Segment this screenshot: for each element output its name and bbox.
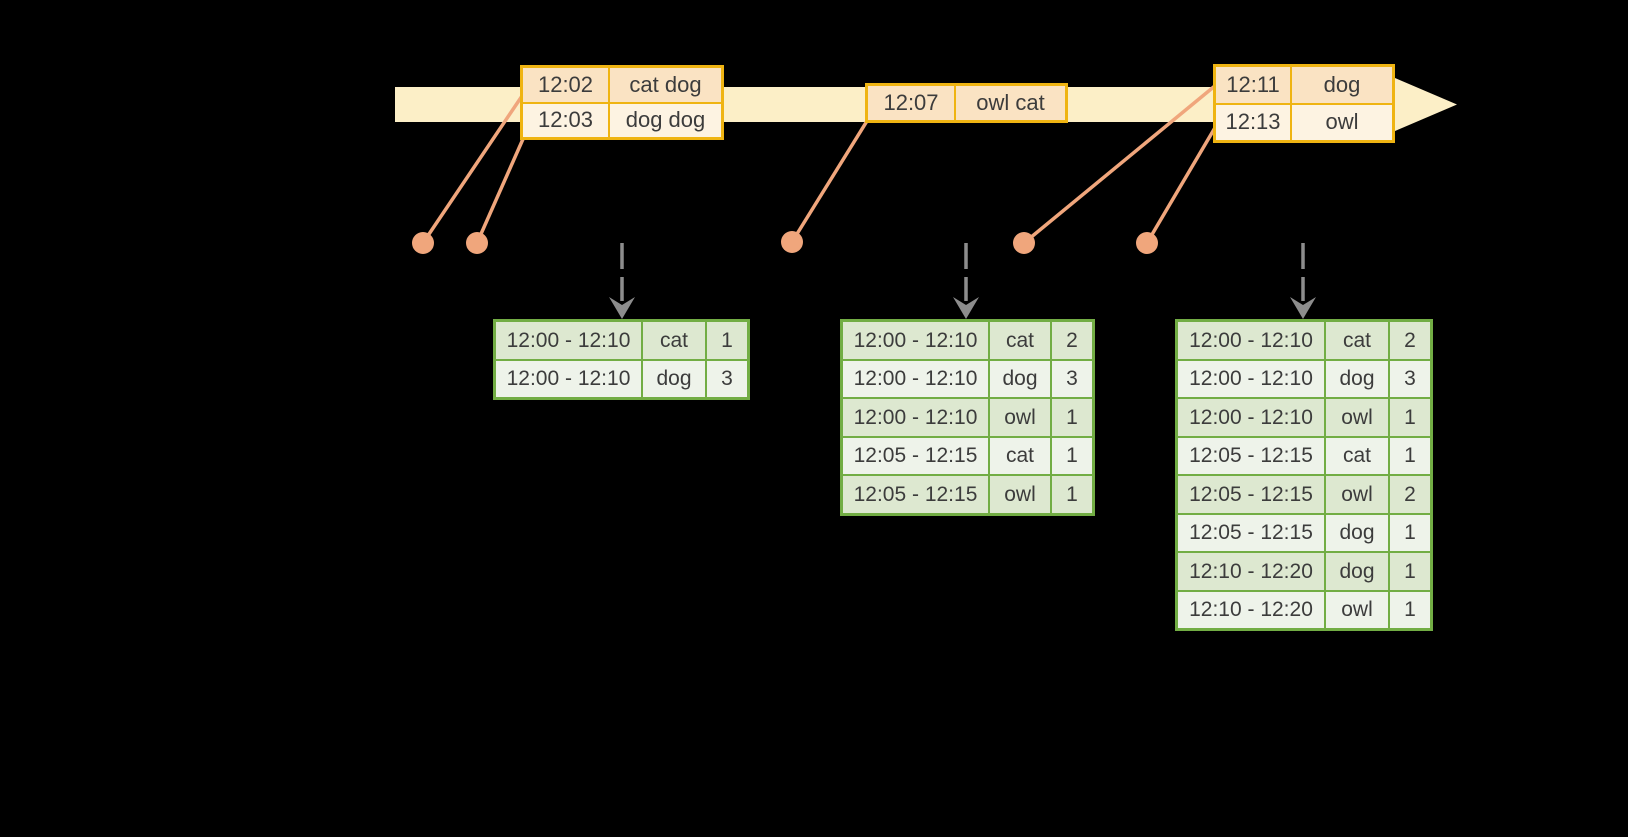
table-cell: owl (1326, 399, 1388, 436)
table-cell: cat (1326, 437, 1388, 474)
timeline-arrowhead-icon (1395, 78, 1457, 131)
trigger-arrows (620, 243, 1305, 301)
table-cell: 1 (1052, 437, 1092, 474)
arrow-down-icon (1290, 297, 1316, 319)
table-cell: 12:00 - 12:10 (843, 399, 988, 436)
table-cell: owl (1292, 104, 1392, 140)
table-cell: 12:10 - 12:20 (1178, 591, 1324, 628)
table-cell: cat (643, 322, 705, 359)
table-cell: dog (643, 360, 705, 397)
event-line (475, 138, 525, 244)
table-cell: 12:00 - 12:10 (843, 322, 988, 359)
table-cell: owl (1326, 476, 1388, 513)
table-cell: 12:05 - 12:15 (1178, 437, 1324, 474)
table-cell: 12:05 - 12:15 (1178, 514, 1324, 551)
event-connector-lines (421, 83, 1218, 245)
table-cell: 12:05 - 12:15 (843, 476, 988, 513)
table-cell: 12:00 - 12:10 (496, 322, 641, 359)
arrow-down-icon (609, 297, 635, 319)
event-marker-dot (1013, 232, 1035, 254)
table-cell: cat (990, 322, 1050, 359)
event-line (1022, 83, 1218, 245)
table-cell: 1 (1052, 476, 1092, 513)
table-cell: cat (990, 437, 1050, 474)
table-cell: 12:13 (1216, 104, 1290, 140)
table-cell: 12:00 - 12:10 (843, 360, 988, 397)
table-cell: 3 (1052, 360, 1092, 397)
table-cell: dog dog (610, 103, 721, 137)
table-cell: 12:00 - 12:10 (1178, 360, 1324, 397)
table-cell: dog (1326, 514, 1388, 551)
table-cell: 2 (1052, 322, 1092, 359)
table-cell: owl cat (956, 86, 1065, 120)
table-cell: cat dog (610, 68, 721, 102)
table-cell: owl (990, 399, 1050, 436)
event-line (1145, 125, 1218, 244)
table-cell: 12:11 (1216, 67, 1290, 103)
table-cell: 12:05 - 12:15 (843, 437, 988, 474)
table-cell: 2 (1390, 476, 1430, 513)
table-cell: 12:02 (523, 68, 608, 102)
table-cell: owl (990, 476, 1050, 513)
table-cell: owl (1326, 591, 1388, 628)
event-marker-dot (466, 232, 488, 254)
table-cell: 1 (1390, 514, 1430, 551)
table-cell: cat (1326, 322, 1388, 359)
table-cell: dog (990, 360, 1050, 397)
table-cell: 3 (1390, 360, 1430, 397)
table-cell: 12:00 - 12:10 (1178, 399, 1324, 436)
trigger-arrowheads (609, 297, 1316, 319)
event-line (421, 95, 524, 244)
table-cell: dog (1326, 360, 1388, 397)
table-cell: 3 (707, 360, 747, 397)
table-cell: 1 (1390, 437, 1430, 474)
table-cell: 2 (1390, 322, 1430, 359)
table-cell: dog (1292, 67, 1392, 103)
table-cell: 1 (707, 322, 747, 359)
table-cell: 12:00 - 12:10 (1178, 322, 1324, 359)
table-cell: dog (1326, 553, 1388, 590)
table-cell: 1 (1052, 399, 1092, 436)
table-cell: 12:10 - 12:20 (1178, 553, 1324, 590)
arrow-down-icon (953, 297, 979, 319)
table-cell: 1 (1390, 591, 1430, 628)
table-cell: 12:05 - 12:15 (1178, 476, 1324, 513)
event-dots (412, 231, 1158, 254)
event-line (790, 120, 869, 243)
event-marker-dot (412, 232, 434, 254)
event-marker-dot (1136, 232, 1158, 254)
table-cell: 12:00 - 12:10 (496, 360, 641, 397)
event-marker-dot (781, 231, 803, 253)
table-cell: 1 (1390, 399, 1430, 436)
table-cell: 12:07 (868, 86, 954, 120)
table-cell: 1 (1390, 553, 1430, 590)
table-cell: 12:03 (523, 103, 608, 137)
